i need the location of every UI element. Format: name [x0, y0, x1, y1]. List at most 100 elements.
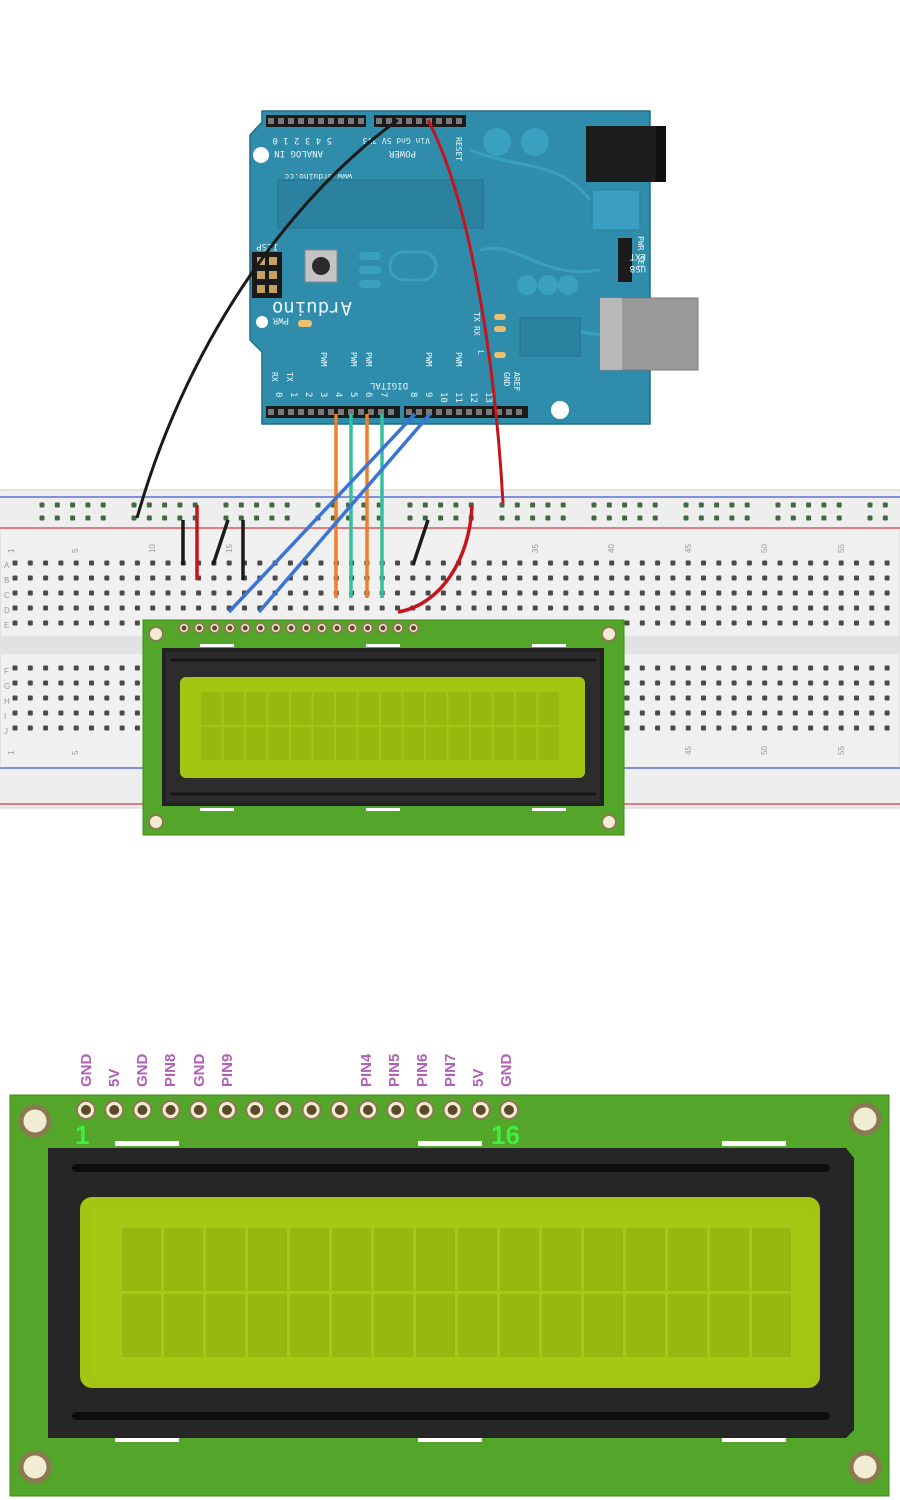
pin-label-13-pin6: PIN6 [414, 1054, 431, 1087]
aref-label: AREF [512, 372, 521, 391]
wire-black-jumper [411, 519, 430, 566]
mounting-hole [848, 1450, 882, 1484]
tx-label: TX [285, 372, 294, 382]
digital-pin-number: 1 [288, 392, 298, 397]
wire-red-jumper [397, 504, 474, 614]
row-letter-a: A [4, 561, 10, 570]
wire-pin8 [227, 412, 417, 614]
col-number-55: 55 [837, 544, 846, 553]
row-letter-i: I [4, 712, 6, 721]
pin-number-last: 16 [491, 1120, 520, 1150]
power-pin-labels: Vin Gnd 5V 3V3 [362, 136, 430, 145]
pin-label-11-pin4: PIN4 [358, 1053, 375, 1087]
microcontroller-chip [277, 179, 484, 229]
pin-label-1-gnd: GND [78, 1054, 95, 1088]
col-number-35: 35 [531, 544, 540, 553]
col-number-1-bottom: 1 [7, 750, 16, 755]
row-letters: A B C D E F G H I J [4, 561, 10, 736]
row-letter-c: C [4, 591, 10, 600]
pin-label-16-gnd: GND [498, 1054, 515, 1088]
reset-label: RESET [454, 137, 463, 161]
rx-label: RX [270, 372, 279, 382]
digital-pin-number: 5 [348, 392, 358, 397]
col-number-50-bottom: 50 [760, 746, 769, 755]
mounting-hole [551, 401, 569, 419]
pwm-label: PWM [364, 352, 373, 367]
analog-in-label: ANALOG IN [274, 148, 323, 158]
reset-button-cap[interactable] [312, 257, 330, 275]
pin-label-5-gnd: GND [191, 1054, 208, 1088]
mounting-hole [253, 147, 269, 163]
mounting-hole [848, 1102, 882, 1136]
pwm-label: PWM [319, 352, 328, 367]
crystal-oscillator [388, 250, 438, 282]
icsp-label: ICSP [256, 241, 278, 251]
col-number-1: 1 [7, 548, 16, 553]
wire-5v-arduino-to-rail [426, 119, 505, 504]
row-letter-b: B [4, 576, 9, 585]
arduino-website: www.arduino.cc [284, 172, 352, 181]
col-number-15: 15 [225, 544, 234, 553]
pin-label-14-pin7: PIN7 [442, 1054, 459, 1087]
col-number-45-bottom: 45 [684, 746, 693, 755]
digital-pin-number: 12 [468, 392, 478, 403]
voltage-regulator [591, 189, 641, 231]
digital-pin-number: 6 [363, 392, 373, 397]
mounting-hole [18, 1450, 52, 1484]
digital-pin-number: 11 [453, 392, 463, 403]
lcd-module-detail: GND 5V GND PIN8 GND PIN9 PIN4 PIN5 PIN6 … [9, 1053, 890, 1497]
top-power-rail [0, 492, 900, 530]
digital-pin-number: 13 [483, 392, 493, 403]
pin-label-2-5v: 5V [106, 1069, 123, 1087]
row-letter-f: F [4, 667, 9, 676]
row-letter-e: E [4, 621, 9, 630]
pin-label-3-gnd: GND [134, 1054, 151, 1088]
col-number-40: 40 [607, 544, 616, 553]
row-letter-g: G [4, 682, 10, 691]
digital-pin-number: 0 [273, 392, 283, 397]
col-number-5: 5 [71, 548, 80, 553]
usb-label: USB [630, 263, 646, 273]
icsp-header [252, 252, 282, 298]
pin-number-first: 1 [75, 1120, 89, 1150]
mounting-hole [256, 316, 268, 328]
mounting-hole [18, 1104, 52, 1138]
analog-pin-numbers: 5 4 3 2 1 0 [272, 135, 332, 145]
l-label: L [476, 350, 485, 355]
l-led [494, 314, 506, 320]
usb-chip [519, 317, 581, 357]
wires [135, 118, 505, 614]
gnd-label: GND [502, 372, 511, 387]
pwm-label: PWM [454, 352, 463, 367]
ext-label: EXT [629, 251, 646, 261]
pwm-label: PWM [424, 352, 433, 367]
row-letter-h: H [4, 697, 10, 706]
rx-led [494, 352, 506, 358]
wire-black-jumper [211, 519, 230, 566]
col-number-45: 45 [684, 544, 693, 553]
pwr-label: PWR [272, 315, 289, 325]
column-numbers: 1 5 10 15 35 40 45 50 55 1 5 45 50 55 [7, 544, 846, 755]
digital-pin-number: 4 [333, 392, 343, 397]
row-letter-d: D [4, 606, 10, 615]
power-label: POWER [388, 148, 416, 158]
pwr-led [298, 320, 312, 327]
pin-label-12-pin5: PIN5 [386, 1054, 403, 1087]
pin-label-15-5v: 5V [470, 1069, 487, 1087]
arduino-board: Arduino www.arduino.cc ANALOG IN 5 4 3 2… [249, 110, 699, 425]
col-number-55-bottom: 55 [837, 746, 846, 755]
pwr-sel-jumper [618, 238, 632, 282]
arduino-logo-text: Arduino [272, 297, 352, 319]
digital-pin-number: 10 [438, 392, 448, 403]
pwr-sel-label: PWR SEL [636, 236, 645, 270]
pin-label-4-pin8: PIN8 [162, 1054, 179, 1087]
lcd-module-breadboard [142, 619, 625, 836]
digital-pin-number: 7 [378, 392, 388, 397]
wire-gnd-arduino-to-rail [135, 118, 399, 519]
digital-pin-number: 2 [303, 392, 313, 397]
wire-pin9 [257, 412, 432, 614]
digital-pin-number: 8 [408, 392, 418, 397]
tx-led-label: TX [472, 312, 481, 322]
row-letter-j: J [4, 727, 8, 736]
